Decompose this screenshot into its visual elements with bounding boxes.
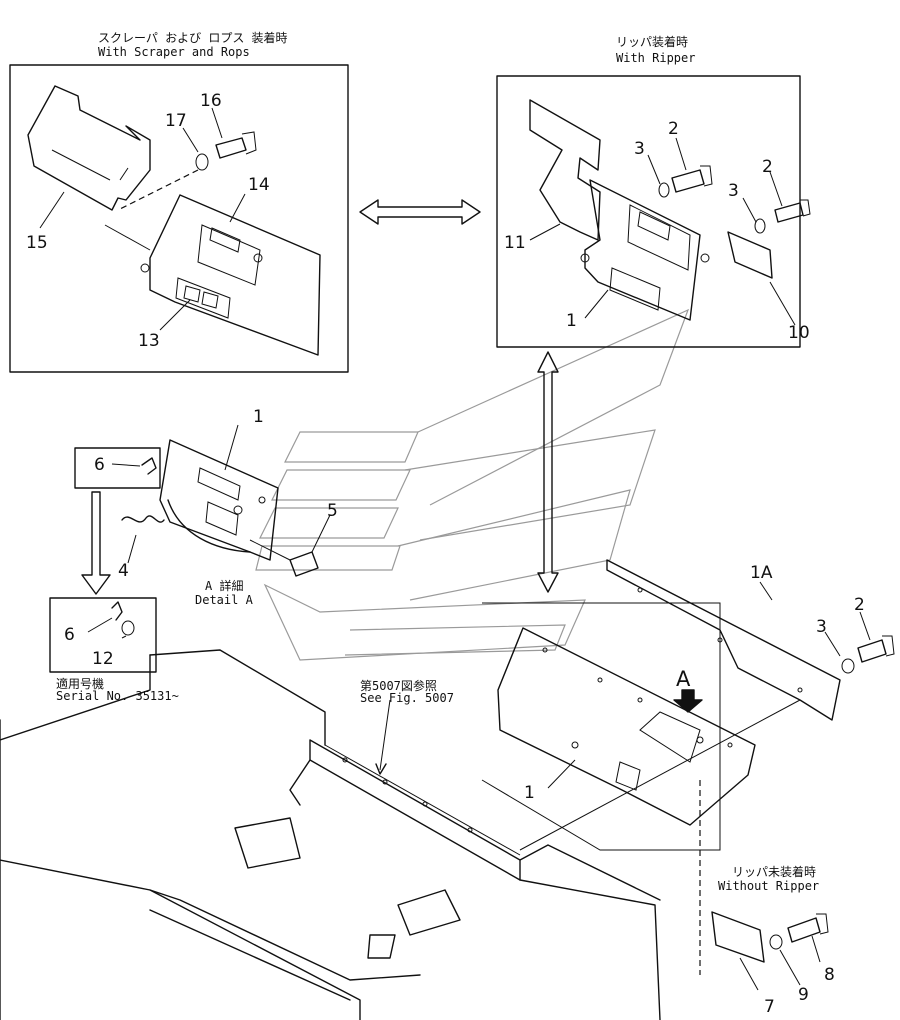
callout-14: 14 (248, 175, 270, 195)
rear-cover-assembly (481, 559, 895, 975)
serial-box (49, 597, 157, 673)
callout-9: 9 (798, 985, 809, 1005)
callout-3-a: 3 (634, 139, 645, 159)
caption-see-en: See Fig. 5007 (360, 691, 454, 705)
callout-2-c: 2 (854, 595, 865, 615)
callout-6-b: 6 (64, 625, 75, 645)
callout-13: 13 (138, 331, 160, 351)
caption-serial-en: Serial No. 35131~ (56, 689, 179, 703)
callout-10: 10 (788, 323, 810, 343)
watermark-logo (255, 308, 690, 661)
inset-with-ripper (496, 75, 811, 348)
callout-4: 4 (118, 561, 129, 581)
callout-12: 12 (92, 649, 114, 669)
callout-2-b: 2 (762, 157, 773, 177)
callout-8: 8 (824, 965, 835, 985)
callout-2-a: 2 (668, 119, 679, 139)
caption-serial-jp: 適用号機 (56, 676, 104, 691)
without-ripper-parts (711, 911, 829, 991)
captions: スクレーパ および ロプス 装着時 With Scraper and Rops … (56, 30, 819, 893)
caption-no-ripper-en: Without Ripper (718, 879, 819, 893)
callout-3-b: 3 (728, 181, 739, 201)
callout-6-a: 6 (94, 455, 105, 475)
inset-scraper-rops (9, 64, 349, 373)
callout-3-c: 3 (816, 617, 827, 637)
caption-see-jp: 第5007図参照 (360, 678, 437, 693)
callout-1-c: 1 (524, 783, 535, 803)
caption-detail-jp: A 詳細 (205, 578, 243, 593)
detail-a (74, 424, 331, 595)
callout-11: 11 (504, 233, 526, 253)
caption-detail-en: Detail A (195, 593, 254, 607)
callout-5: 5 (327, 501, 338, 521)
callout-7: 7 (764, 997, 775, 1017)
caption-scraper-jp: スクレーパ および ロプス 装着時 (98, 30, 288, 45)
caption-ripper-en: With Ripper (616, 51, 695, 65)
caption-ripper-jp: リッパ装着時 (616, 34, 688, 49)
caption-no-ripper-jp: リッパ未装着時 (732, 864, 816, 879)
arrow-a-label: A (676, 667, 691, 691)
callout-17: 17 (165, 111, 187, 131)
callout-numbers: 16 17 14 15 13 2 3 2 3 11 1 10 1 6 5 4 6… (26, 91, 865, 1017)
double-arrow-horizontal (359, 199, 481, 225)
callout-16: 16 (200, 91, 222, 111)
machine-body (0, 649, 801, 1020)
callout-1-a: 1 (566, 311, 577, 331)
caption-scraper-en: With Scraper and Rops (98, 45, 250, 59)
callout-1a: 1A (750, 563, 773, 583)
callout-15: 15 (26, 233, 48, 253)
double-arrow-vertical (537, 351, 559, 593)
callout-1-b: 1 (253, 407, 264, 427)
